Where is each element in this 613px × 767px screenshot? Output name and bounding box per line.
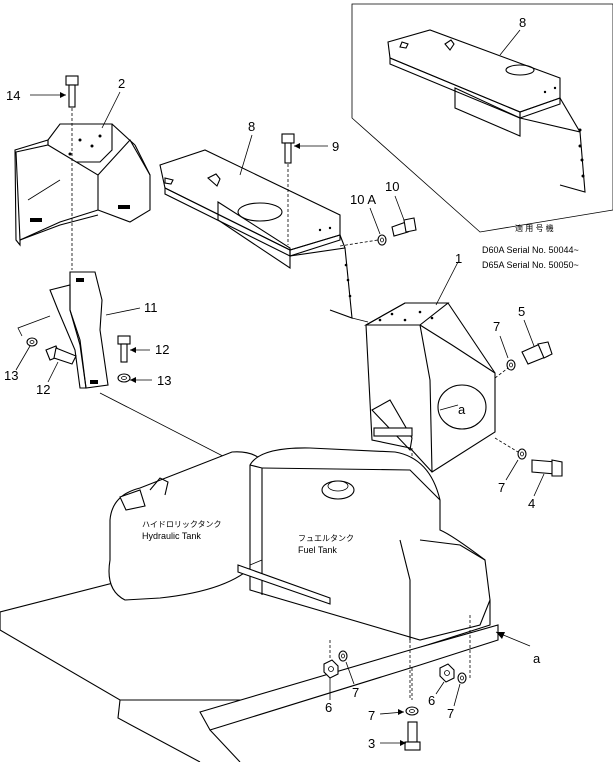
bolt-part-9: 9: [281, 133, 339, 245]
applicability-line-1: D60A Serial No. 50044~: [482, 245, 579, 255]
callout-7-bottom-left: 7: [352, 685, 359, 700]
callout-a-view: a: [458, 402, 466, 417]
callout-8-inset: 8: [519, 15, 526, 30]
callout-11: 11: [144, 300, 158, 315]
callout-10A: 10 A: [350, 192, 376, 207]
callout-2: 2: [118, 76, 125, 91]
bracket-part-11: 11: [17, 271, 251, 471]
callout-3: 3: [368, 736, 375, 751]
callout-8-main: 8: [248, 119, 255, 134]
bolt-part-10: 10 A 10: [339, 179, 417, 247]
callout-10: 10: [385, 179, 399, 194]
fasteners-bottom: 6 7 6 7 7 3: [323, 650, 467, 751]
callout-12-left: 12: [36, 382, 50, 397]
callout-12-right: 12: [155, 342, 169, 357]
callout-5: 5: [518, 304, 525, 319]
applicability-line-2: D65A Serial No. 50050~: [482, 260, 579, 270]
callout-13-right: 13: [157, 373, 171, 388]
hydraulic-tank-label-en: Hydraulic Tank: [142, 531, 201, 541]
frame-and-tanks: ハイドロリックタンク Hydraulic Tank フュエルタンク Fuel T…: [0, 447, 541, 763]
callout-7-bottom-right: 7: [447, 706, 454, 721]
callout-6-right: 6: [428, 693, 435, 708]
callout-7-lower: 7: [498, 480, 505, 495]
callout-1: 1: [455, 251, 462, 266]
applicability-heading: 適 用 号 機: [515, 223, 554, 233]
callout-13-left: 13: [4, 368, 18, 383]
fuel-tank-label-jp: フュエルタンク: [298, 534, 354, 543]
cover-plate-part-8: 8: [159, 119, 353, 319]
callout-7-bolt: 7: [368, 708, 375, 723]
fuel-tank-label-en: Fuel Tank: [298, 545, 337, 555]
callout-4: 4: [528, 496, 535, 511]
fasteners-right: 5 7 7 4: [493, 304, 563, 511]
callout-a-arrow: a: [533, 651, 541, 666]
hydraulic-tank-label-jp: ハイドロリックタンク: [142, 520, 222, 529]
fasteners-left: 13 12 12 13: [4, 335, 171, 397]
callout-6-left: 6: [325, 700, 332, 715]
bolt-part-14: 14: [6, 75, 79, 270]
callout-14: 14: [6, 88, 20, 103]
bracket-part-2: 2: [14, 76, 151, 247]
callout-9: 9: [332, 139, 339, 154]
callout-7-upper: 7: [493, 319, 500, 334]
inset-view: 8 適 用 号 機 D60A Serial No. 50044~ D65A Se…: [351, 3, 613, 270]
